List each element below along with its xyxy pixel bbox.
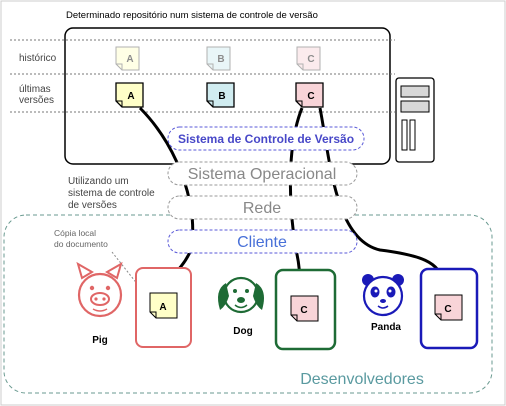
arrow-file-c-to-panda bbox=[318, 107, 447, 284]
developers-label: Desenvolvedores bbox=[300, 371, 424, 388]
dog-local-file-c: C bbox=[290, 295, 319, 322]
historic-file-a: A bbox=[115, 46, 140, 71]
layer-vcs bbox=[167, 126, 365, 151]
historic-file-b: B bbox=[206, 46, 231, 71]
dog-icon bbox=[218, 276, 264, 314]
developer-pig-name: Pig bbox=[92, 335, 108, 346]
latest-file-b: B bbox=[206, 82, 235, 108]
developer-panda-name: Panda bbox=[371, 322, 401, 333]
local-copy-note-line2: do documento bbox=[54, 239, 108, 249]
latest-file-a: A bbox=[115, 82, 144, 108]
repository-title: Determinado repositório num sistema de c… bbox=[66, 10, 318, 21]
layer-vcs-label: Sistema de Controle de Versão bbox=[178, 132, 354, 146]
latest-row-label-line1: últimas bbox=[19, 84, 51, 95]
panda-local-file-c: C bbox=[434, 294, 463, 321]
layer-os bbox=[167, 161, 358, 186]
panda-icon bbox=[362, 274, 404, 317]
latest-file-c: C bbox=[295, 82, 324, 108]
svg-text:A: A bbox=[126, 54, 133, 65]
layer-network-label: Rede bbox=[243, 200, 281, 217]
layer-client bbox=[167, 229, 358, 254]
local-copy-note-line1: Cópia local bbox=[54, 228, 96, 238]
svg-text:A: A bbox=[127, 91, 134, 102]
pig-icon bbox=[76, 261, 123, 318]
svg-text:C: C bbox=[307, 91, 314, 102]
svg-text:C: C bbox=[444, 304, 451, 315]
latest-row-label-line2: versões bbox=[19, 95, 54, 106]
layer-network bbox=[167, 195, 358, 220]
layer-client-label: Cliente bbox=[237, 234, 287, 251]
svg-text:B: B bbox=[218, 91, 225, 102]
pig-local-file-a: A bbox=[149, 292, 178, 319]
side-note-line2: sistema de controle bbox=[68, 188, 155, 199]
svg-text:A: A bbox=[159, 302, 166, 313]
svg-text:B: B bbox=[217, 54, 224, 65]
layer-os-label: Sistema Operacional bbox=[188, 166, 337, 183]
svg-text:C: C bbox=[307, 54, 314, 65]
developers-group bbox=[3, 214, 493, 394]
historic-file-c: C bbox=[296, 46, 321, 71]
developer-dog-name: Dog bbox=[233, 326, 252, 337]
server-icon bbox=[395, 77, 435, 163]
side-note-line3: de versões bbox=[68, 200, 117, 211]
svg-text:C: C bbox=[300, 305, 307, 316]
side-note-line1: Utilizando um bbox=[68, 176, 129, 187]
historic-row-label: histórico bbox=[19, 53, 57, 64]
